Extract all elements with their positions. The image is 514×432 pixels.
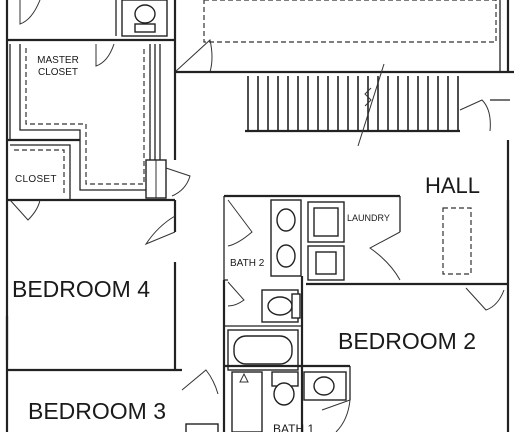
door-swing-master xyxy=(174,39,213,73)
stair-area xyxy=(175,0,514,147)
room-label-bedroom-2: BEDROOM 2 xyxy=(338,328,477,354)
room-label-bedroom-4: BEDROOM 4 xyxy=(12,276,151,302)
room-label-bath-1: BATH 1 xyxy=(273,422,315,432)
bath-1 xyxy=(185,364,351,432)
room-label-laundry: LAUNDRY xyxy=(347,213,390,223)
room-label-hall: HALL xyxy=(425,173,481,198)
room-label-closet: CLOSET xyxy=(15,174,57,185)
room-label-master-closet: MASTER CLOSET xyxy=(37,55,79,78)
room-label-bedroom-3: BEDROOM 3 xyxy=(28,398,167,424)
bedroom-4-walls xyxy=(7,200,219,395)
bath-2 xyxy=(222,194,400,432)
master-closet-walls xyxy=(7,0,177,191)
hall-dashed-object xyxy=(442,207,472,275)
room-label-bath-2: BATH 2 xyxy=(230,258,265,269)
laundry xyxy=(306,196,508,311)
closet-walls xyxy=(7,138,191,221)
